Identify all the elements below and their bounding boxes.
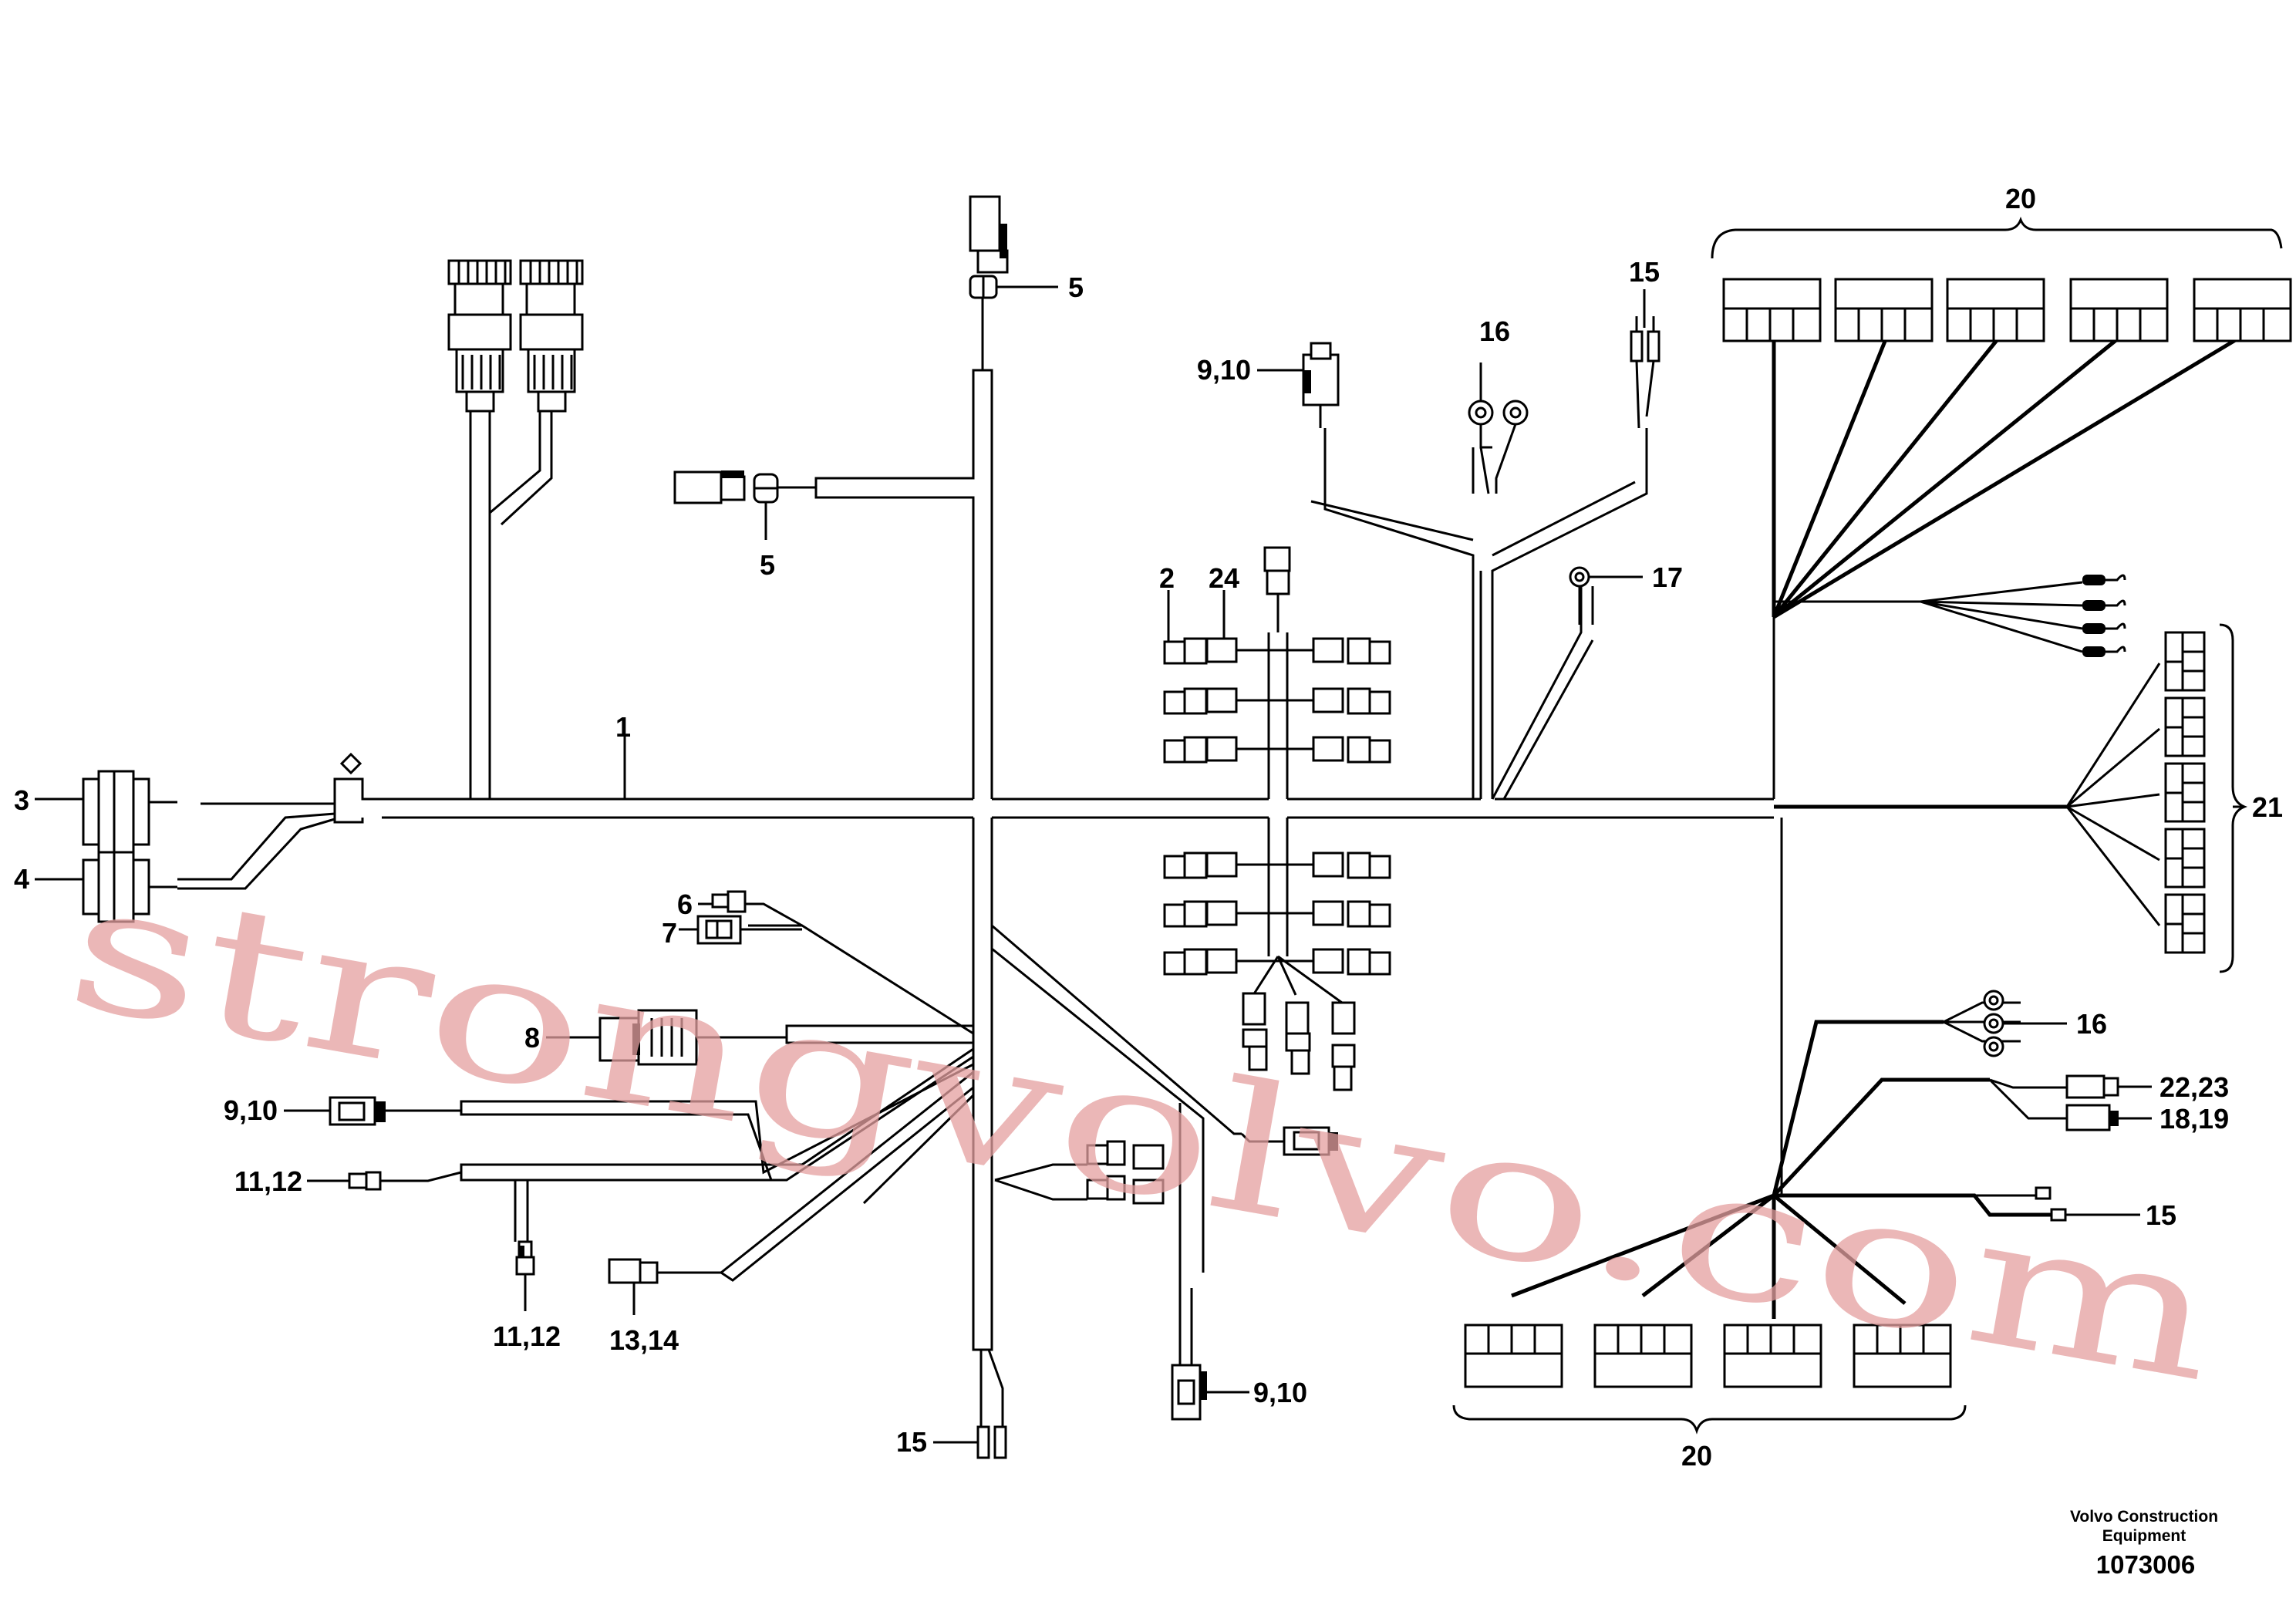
company-name-line2: Equipment xyxy=(2102,1527,2186,1545)
callout-11-12-bottom: 11,12 xyxy=(493,1320,561,1352)
connector-15-right xyxy=(2035,1186,2129,1222)
connector-13-14 xyxy=(608,1258,721,1311)
callout-7: 7 xyxy=(662,917,677,949)
callout-8: 8 xyxy=(524,1022,540,1054)
round-connectors-top-left xyxy=(447,259,584,413)
connector-cluster-upper xyxy=(1163,546,1391,764)
callout-18-19: 18,19 xyxy=(2159,1103,2229,1135)
callout-17: 17 xyxy=(1652,561,1683,593)
watermark: strongvolvo.com xyxy=(54,841,2232,1422)
connector-6 xyxy=(711,890,803,927)
connectors-21 xyxy=(2164,623,2248,973)
bracket-20-top xyxy=(1711,216,2283,259)
callout-15-top: 15 xyxy=(1629,256,1660,288)
bracket-20-bottom xyxy=(1452,1404,1967,1435)
footer: Volvo Construction Equipment 1073006 xyxy=(2070,1508,2218,1579)
connector-22-23 xyxy=(2065,1074,2152,1099)
connector-cluster-lower xyxy=(1163,851,1391,1091)
connector-15-bottom xyxy=(938,1349,1007,1459)
right-wires xyxy=(1511,332,2238,1319)
callout-6: 6 xyxy=(677,889,693,920)
connector-9-10-center xyxy=(1240,1126,1338,1156)
drawing-number: 1073006 xyxy=(2096,1550,2195,1579)
callout-9-10-bottom: 9,10 xyxy=(1253,1377,1307,1408)
ring-terminals-16-top xyxy=(1468,400,1529,494)
connector-18-19 xyxy=(2065,1104,2152,1131)
callout-3: 3 xyxy=(14,784,29,816)
connector-5-top xyxy=(969,195,1041,332)
callout-labels: 1 2 24 3 4 5 5 6 7 8 9,10 9,10 9,10 11,1… xyxy=(14,183,2283,1472)
connectors-20-top xyxy=(1722,278,2292,342)
connector-4 xyxy=(82,851,177,923)
callout-11-12-left: 11,12 xyxy=(234,1165,302,1197)
connector-9-10-top xyxy=(1257,342,1340,428)
callout-22-23: 22,23 xyxy=(2159,1071,2229,1103)
callout-21: 21 xyxy=(2252,791,2283,823)
spade-terminals xyxy=(2082,574,2126,657)
callout-9-10-left: 9,10 xyxy=(224,1094,278,1126)
callout-9-10-top: 9,10 xyxy=(1197,354,1251,386)
callout-15-bottom: 15 xyxy=(896,1426,927,1458)
callout-4: 4 xyxy=(14,863,29,895)
connector-5-left xyxy=(673,470,816,532)
callout-5-top: 5 xyxy=(1068,271,1084,303)
company-name-line1: Volvo Construction xyxy=(2070,1508,2218,1526)
ring-terminal-17 xyxy=(1569,566,1627,625)
diamond-marker xyxy=(339,752,362,775)
main-harness xyxy=(177,332,1783,1351)
callout-13-14: 13,14 xyxy=(609,1324,679,1356)
callout-2: 2 xyxy=(1159,562,1175,594)
callout-16-right: 16 xyxy=(2076,1008,2107,1040)
connector-15-top xyxy=(1630,316,1660,429)
callout-15-right: 15 xyxy=(2146,1199,2176,1231)
callout-24: 24 xyxy=(1209,562,1239,594)
callout-20-top: 20 xyxy=(2005,183,2036,214)
callout-1: 1 xyxy=(615,711,631,743)
callout-16-top: 16 xyxy=(1479,315,1510,347)
connector-9-10-bottom xyxy=(1171,1288,1242,1421)
connector-7 xyxy=(696,915,802,945)
connector-8 xyxy=(598,1009,787,1066)
leader-lines xyxy=(35,285,2244,1444)
ring-terminals-16-right xyxy=(1983,990,2067,1057)
connectors-20-bottom xyxy=(1464,1324,1952,1388)
callout-20-bottom: 20 xyxy=(1681,1440,1712,1472)
connector-3 xyxy=(82,770,177,854)
connector-cluster-bottom xyxy=(994,1140,1165,1205)
callout-5-left: 5 xyxy=(760,549,775,581)
